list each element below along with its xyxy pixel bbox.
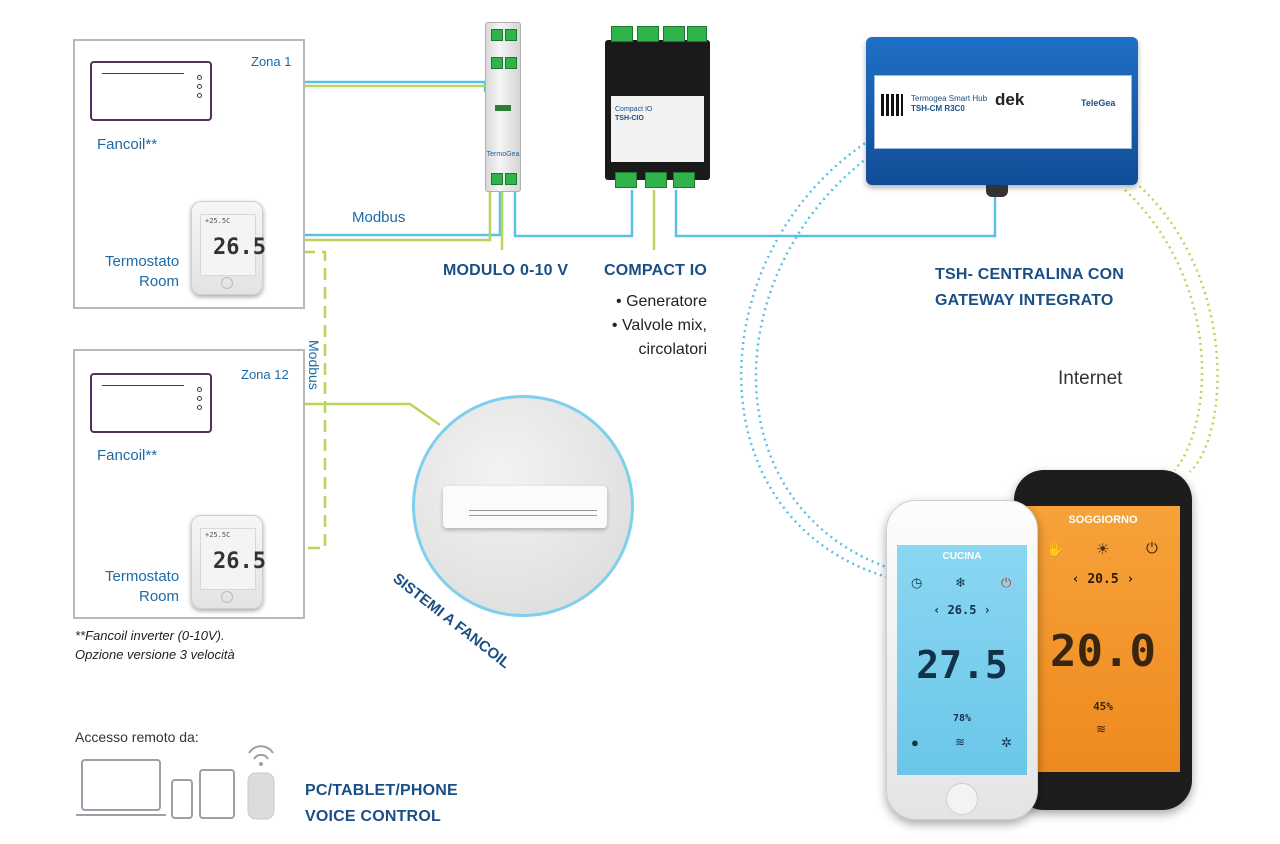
phone-cucina-setpoint-value: 26.5	[947, 603, 977, 617]
phone-soggiorno-setpoint-value: 20.5	[1087, 572, 1119, 587]
thermostat-1-label-line2: Room	[138, 273, 179, 290]
phone-icon	[171, 779, 193, 819]
modbus-label-vertical: Modbus	[306, 340, 322, 390]
smart-hub-device: Termogea Smart Hub TSH-CM R3C0 dek TeleG…	[866, 37, 1138, 197]
footnote-line2: Opzione versione 3 velocità	[75, 647, 235, 662]
internet-label: Internet	[1058, 368, 1123, 389]
phone-cucina-temperature: 27.5	[916, 643, 1008, 687]
compact-io-device: Compact IO TSH-CIO	[605, 26, 710, 188]
fancoil-12	[90, 373, 212, 433]
phone-soggiorno-temperature: 20.0	[1050, 626, 1156, 677]
modulo-0-10v-device: TermoGea	[485, 22, 521, 192]
compact-title: COMPACT IO	[604, 262, 708, 279]
remote-title-line2: VOICE CONTROL	[305, 808, 441, 825]
sun-icon: ☀	[1096, 541, 1110, 558]
thermostat-1-display: 26.5	[213, 235, 266, 260]
drop-icon: ●	[911, 735, 919, 750]
heat-icon: ≋	[1096, 722, 1107, 736]
hub-title: TSH- CENTRALINA CON GATEWAY INTEGRATO	[935, 262, 1124, 314]
hub-face-name: Termogea Smart Hub	[911, 94, 988, 103]
phone-cucina-room: CUCINA	[942, 551, 982, 562]
thermostat-1-small: +25.5C	[205, 217, 231, 225]
tablet-icon	[199, 769, 235, 819]
hub-title-line1: TSH- CENTRALINA CON	[935, 266, 1124, 283]
zone-1-box: Zona 1 Fancoil** +25.5C 26.5 Termostato …	[73, 39, 305, 309]
footnote: **Fancoil inverter (0-10V). Opzione vers…	[75, 626, 235, 664]
compact-bullet-2-text: Valvole mix,	[621, 317, 707, 334]
footnote-line1: **Fancoil inverter (0-10V).	[75, 628, 225, 643]
fancoil-1	[90, 61, 212, 121]
remote-device-icons	[76, 745, 275, 820]
compact-face-title: Compact IO	[615, 106, 653, 113]
wire-modbus-green	[265, 190, 492, 242]
hub-face-model: TSH-CM R3C0	[911, 104, 965, 113]
zone-1-label: Zona 1	[251, 54, 292, 69]
remote-access-label: Accesso remoto da:	[75, 729, 199, 745]
phone-cucina: CUCINA ◷ ❄ ⏻ ‹ 26.5 › 27.5 78% ● ≋ ✲	[886, 500, 1038, 820]
fancoil-unit-icon	[443, 486, 607, 528]
heat-icon: ≋	[955, 735, 966, 749]
clock-icon: ◷	[911, 575, 923, 590]
internet-arc-blue-2	[754, 148, 896, 572]
home-button	[946, 783, 978, 815]
thermostat-1-label-line1: Termostato	[105, 253, 180, 270]
hand-icon: ✋	[1046, 541, 1065, 558]
thermostat-12: +25.5C 26.5	[191, 515, 266, 609]
remote-title: PC/TABLET/PHONE VOICE CONTROL	[305, 778, 458, 830]
compact-bullet-3: circolatori	[638, 341, 707, 358]
qr-code-icon	[881, 94, 903, 116]
internet-arc-green-2	[1134, 181, 1219, 473]
internet-arc-blue-1	[740, 138, 891, 580]
power-icon: ⏻	[1146, 540, 1158, 557]
phone-soggiorno: SOGGIORNO ✋ ☀ ⏻ ‹ 20.5 › 20.0 45% ≋	[1014, 470, 1192, 810]
modbus-label-horizontal: Modbus	[352, 209, 406, 226]
zone-12-box: Zona 12 Fancoil** +25.5C 26.5 Termostato…	[73, 349, 305, 619]
remote-title-line1: PC/TABLET/PHONE	[305, 782, 458, 799]
phone-soggiorno-room: SOGGIORNO	[1068, 514, 1138, 526]
hub-title-line2: GATEWAY INTEGRATO	[935, 292, 1114, 309]
thermostat-12-label: Termostato Room	[105, 567, 179, 607]
compact-bullet-1: • Generatore	[616, 293, 707, 310]
thermostat-1-label: Termostato Room	[105, 252, 179, 292]
smart-speaker-icon	[247, 745, 275, 820]
thermostat-12-small: +25.5C	[205, 531, 231, 539]
fancoil-1-label: Fancoil**	[97, 136, 158, 153]
thermostat-1: +25.5C 26.5	[191, 201, 266, 295]
phone-soggiorno-humidity: 45%	[1093, 700, 1113, 713]
wire-modbus-blue	[265, 190, 502, 237]
hub-face-brand: dek	[995, 90, 1025, 109]
laptop-icon	[76, 759, 166, 816]
fan-icon: ✲	[1001, 735, 1012, 750]
thermostat-12-label-line1: Termostato	[105, 568, 180, 585]
wire-modulo-compact-blue	[513, 190, 634, 238]
phone-soggiorno-setpoint: ‹ 20.5 ›	[1071, 572, 1135, 587]
compact-bullet-2: • Valvole mix,	[611, 317, 707, 334]
wire-compact-hub-blue	[674, 190, 997, 238]
fancoil-12-label: Fancoil**	[97, 447, 158, 464]
modulo-title: MODULO 0-10 V	[443, 262, 569, 279]
snowflake-icon: ❄	[955, 575, 966, 590]
hub-face-powered: TeleGea	[1081, 98, 1116, 108]
fancoil-system-image	[412, 395, 634, 617]
hub-antenna-connector	[986, 185, 1008, 197]
thermostat-12-label-line2: Room	[138, 588, 179, 605]
power-icon: ⏻	[1001, 575, 1012, 590]
phone-cucina-humidity: 78%	[952, 713, 972, 724]
compact-face-model: TSH-CIO	[615, 115, 644, 122]
internet-arc-green-1	[1124, 189, 1204, 471]
phone-cucina-setpoint: ‹ 26.5 ›	[933, 603, 991, 617]
thermostat-12-display: 26.5	[213, 549, 266, 574]
zone-12-label: Zona 12	[241, 367, 289, 382]
modulo-brand: TermoGea	[486, 151, 520, 158]
compact-bullets: • Generatore • Valvole mix, circolatori	[605, 290, 707, 362]
compact-bullet-1-text: Generatore	[626, 293, 707, 310]
